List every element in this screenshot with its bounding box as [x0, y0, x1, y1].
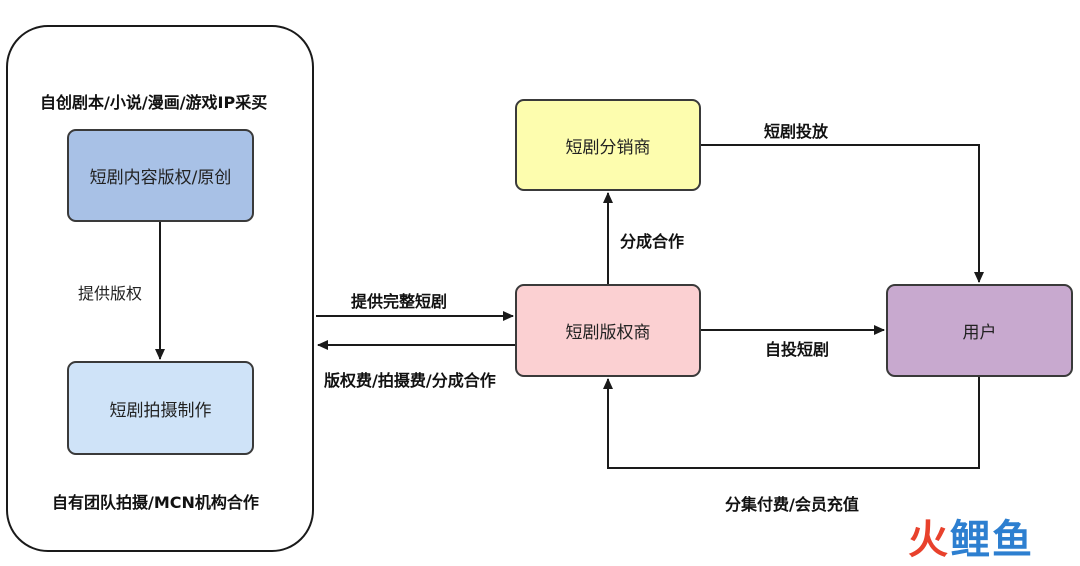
edge-label-drama-placement: 短剧投放 [764, 122, 829, 141]
edge-label-revenue-share: 分成合作 [620, 232, 685, 251]
left-panel-bottom-label: 自有团队拍摄/MCN机构合作 [52, 493, 259, 512]
edge-label-self-placement: 自投短剧 [765, 340, 830, 359]
watermark-chars-2: 鲤鱼 [950, 517, 1034, 563]
production-box: 短剧拍摄制作 [67, 361, 254, 455]
distributor-box: 短剧分销商 [515, 99, 701, 191]
watermark-char-1: 火 [908, 517, 950, 563]
provide-copyright-label: 提供版权 [78, 284, 143, 303]
content-copyright-label: 短剧内容版权/原创 [89, 168, 232, 188]
edge-label-payments: 分集付费/会员充值 [725, 495, 859, 514]
edge-label-fees: 版权费/拍摄费/分成合作 [324, 371, 496, 390]
rights-holder-label: 短剧版权商 [565, 323, 651, 343]
production-label: 短剧拍摄制作 [109, 400, 212, 421]
distributor-label: 短剧分销商 [565, 137, 651, 158]
left-panel-top-label: 自创剧本/小说/漫画/游戏IP采买 [40, 93, 268, 112]
user-box: 用户 [886, 284, 1073, 377]
arrow-drama-placement [701, 144, 984, 283]
user-label: 用户 [962, 323, 997, 343]
arrow-payments [603, 377, 980, 469]
content-copyright-box: 短剧内容版权/原创 [67, 129, 254, 222]
rights-holder-box: 短剧版权商 [515, 284, 701, 377]
watermark-logo: 火鲤鱼 [908, 518, 1034, 562]
edge-label-provide-full-drama: 提供完整短剧 [351, 292, 448, 311]
